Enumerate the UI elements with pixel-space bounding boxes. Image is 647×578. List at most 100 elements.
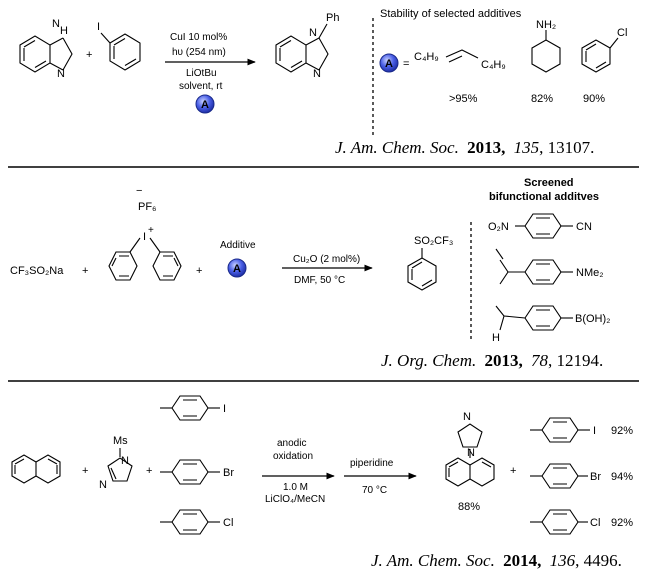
ref3-pages: , 4496. bbox=[575, 551, 622, 570]
product-benzimidazole-structure: N N Ph bbox=[275, 12, 339, 80]
pf6-label: PF₆ bbox=[138, 201, 157, 213]
svg-text:J. Am. Chem. Soc. 2013: J. Am. Chem. Soc. 2013, 135, 13107. bbox=[335, 138, 594, 157]
step2-line-2: 70 °C bbox=[362, 485, 387, 496]
diaryliodonium-structure: − PF₆ I + bbox=[108, 185, 182, 281]
additive-badge-3: A bbox=[227, 258, 247, 278]
step1-line-2: oxidation bbox=[273, 451, 313, 462]
nitro-benzonitrile-structure: O₂N CN bbox=[488, 213, 592, 239]
step1-line-4: LiClO₄/MeCN bbox=[265, 494, 325, 505]
alkene-structure: C₄H₉ C₄H₉ bbox=[414, 49, 506, 71]
panel-2: CF₃SO₂Na + − PF₆ I + + Additive A Cu₂O (… bbox=[10, 177, 610, 370]
panel-1: H N N + I CuI 10 mol% hυ (254 nm) LiOtBu… bbox=[19, 8, 627, 157]
iodo-label: I bbox=[97, 21, 100, 33]
additive3-right: B(OH)₂ bbox=[575, 313, 610, 325]
step1-line-3: 1.0 M bbox=[283, 482, 308, 493]
screened-title-1: Screened bbox=[524, 177, 574, 189]
iodobenzene-structure: I bbox=[97, 21, 141, 71]
product-ph: Ph bbox=[326, 12, 339, 24]
triflyl-label: SO₂CF₃ bbox=[414, 235, 453, 247]
alkene-left: C₄H₉ bbox=[414, 51, 439, 63]
naphthalene-structure bbox=[11, 454, 61, 484]
ref3-journal: J. Am. Chem. Soc. bbox=[371, 551, 495, 570]
conditions2-line-2: DMF, 50 °C bbox=[294, 275, 345, 286]
benzimidazole-structure: H N N bbox=[19, 18, 73, 80]
acetophenone-amine-structure: NMe₂ bbox=[495, 248, 604, 285]
n-label-bottom: N bbox=[57, 68, 65, 80]
imidazole-n2: N bbox=[99, 479, 107, 491]
aryl-halide-chloro: Cl bbox=[160, 509, 233, 535]
halide-bromo: Br bbox=[223, 467, 234, 479]
screened-title-2: bifunctional additves bbox=[489, 191, 599, 203]
panel-3: + Ms N N + I Br Cl bbox=[11, 395, 633, 570]
additive-badge: A bbox=[195, 94, 215, 114]
product-n-bottom: N bbox=[313, 68, 321, 80]
product-halide-bromo-label: Br bbox=[590, 471, 601, 483]
step2-line-1: piperidine bbox=[350, 458, 394, 469]
conditions-line-3: LiOtBu bbox=[186, 68, 217, 79]
additive-label: Additive bbox=[220, 240, 256, 251]
ref2-volume: 78 bbox=[531, 351, 549, 370]
imidazole-n1: N bbox=[121, 455, 129, 467]
nh-label: H bbox=[60, 25, 68, 37]
product-halide-iodo: I 92% bbox=[530, 417, 633, 443]
step1-line-1: anodic bbox=[277, 438, 306, 449]
amine-label: NH₂ bbox=[536, 19, 556, 31]
plus-sign-3a: + bbox=[82, 465, 88, 477]
additive3-h: H bbox=[492, 332, 500, 344]
aryl-halide-iodo: I bbox=[160, 395, 226, 421]
conditions-line-1: CuI 10 mol% bbox=[170, 32, 227, 43]
stability-title: Stability of selected additives bbox=[380, 8, 522, 20]
plus-sign-3b: + bbox=[146, 465, 152, 477]
cyclohexylamine-structure: NH₂ bbox=[531, 19, 561, 73]
svg-text:J. Org. Chem. 2013,: J. Org. Chem. 2013, 78, 12194. bbox=[381, 351, 603, 370]
iodonium-i: I bbox=[143, 231, 146, 243]
product-halide-bromo: Br 94% bbox=[530, 463, 633, 489]
imidazole-ms: Ms bbox=[113, 435, 128, 447]
triflyl-benzene-structure: SO₂CF₃ bbox=[407, 235, 453, 291]
imidazolyl-naphthalene-structure: N N bbox=[445, 411, 495, 487]
yield-iodo: 92% bbox=[611, 425, 633, 437]
reference-2: J. Org. Chem. 2013, 78, 12194. bbox=[381, 351, 603, 370]
product-halide-chloro-label: Cl bbox=[590, 517, 600, 529]
alkene-right: C₄H₉ bbox=[481, 59, 506, 71]
ref1-journal: J. Am. Chem. Soc. bbox=[335, 138, 459, 157]
ref1-year: 2013, bbox=[467, 138, 505, 157]
aryl-halide-bromo: Br bbox=[160, 459, 234, 485]
pf6-charge: − bbox=[136, 185, 142, 197]
additive-badge-2: A bbox=[379, 53, 399, 73]
halide-chloro: Cl bbox=[223, 517, 233, 529]
iodonium-plus: + bbox=[148, 225, 154, 236]
chloro-label: Cl bbox=[617, 27, 627, 39]
yield-amine: 82% bbox=[531, 93, 553, 105]
sulfinate-label: CF₃SO₂Na bbox=[10, 265, 64, 277]
plus-sign-2: + bbox=[196, 265, 202, 277]
product-n-top: N bbox=[309, 27, 317, 39]
n-label-top: N bbox=[52, 18, 60, 30]
yield-bromo: 94% bbox=[611, 471, 633, 483]
badge-equals: = bbox=[403, 58, 409, 70]
product-halide-iodo-label: I bbox=[593, 425, 596, 437]
ref2-pages: , 12194. bbox=[548, 351, 603, 370]
plus-sign: + bbox=[86, 49, 92, 61]
additive1-left: O₂N bbox=[488, 221, 509, 233]
additive-badge-letter: A bbox=[201, 99, 209, 111]
additive1-right: CN bbox=[576, 221, 592, 233]
yield-chloro-3: 92% bbox=[611, 517, 633, 529]
additive-badge-3-letter: A bbox=[233, 263, 241, 275]
ref2-journal: J. Org. Chem. bbox=[381, 351, 476, 370]
additive2-right: NMe₂ bbox=[576, 267, 604, 279]
svg-text:J. Am. Chem. Soc. 2014: J. Am. Chem. Soc. 2014, 136, 4496. bbox=[371, 551, 622, 570]
yield-alkene: >95% bbox=[449, 93, 478, 105]
chlorobenzene-structure: Cl bbox=[581, 27, 627, 73]
plus-sign-1: + bbox=[82, 265, 88, 277]
ms-imidazole-structure: Ms N N bbox=[99, 435, 133, 491]
formyl-boronic-structure: H B(OH)₂ bbox=[492, 305, 610, 344]
ref3-year: 2014, bbox=[503, 551, 541, 570]
reference-3: J. Am. Chem. Soc. 2014, 136, 4496. bbox=[371, 551, 622, 570]
ref1-pages: , 13107. bbox=[539, 138, 594, 157]
reference-1: J. Am. Chem. Soc. 2013, 135, 13107. bbox=[335, 138, 594, 157]
ref2-year: 2013, bbox=[484, 351, 522, 370]
conditions-line-2: hυ (254 nm) bbox=[172, 47, 226, 58]
product3-n2: N bbox=[467, 447, 475, 459]
